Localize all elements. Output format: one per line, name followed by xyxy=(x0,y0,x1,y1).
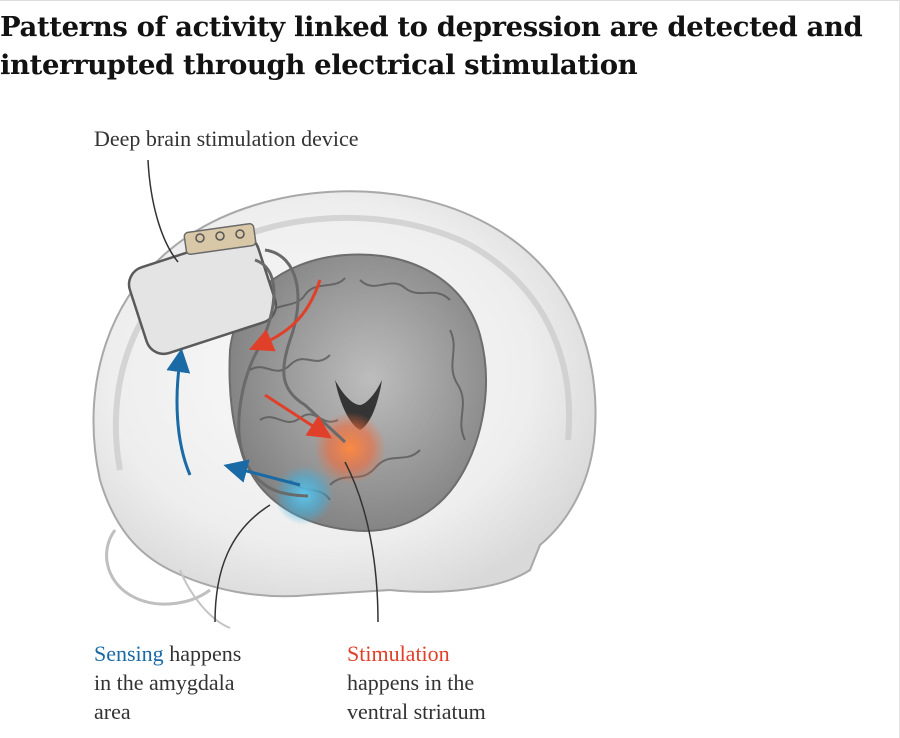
brain-illustration xyxy=(92,190,597,629)
stimulation-highlight: Stimulation xyxy=(347,641,450,666)
headline: Patterns of activity linked to depressio… xyxy=(0,8,895,84)
stimulation-label-line-2: happens in the xyxy=(347,670,475,695)
device-label: Deep brain stimulation device xyxy=(94,126,359,151)
sensing-label: Sensing happens in the amygdala area xyxy=(94,639,294,726)
stimulation-label: Stimulation happens in the ventral stria… xyxy=(347,639,547,726)
sensing-label-line-3: area xyxy=(94,699,131,724)
implant-device xyxy=(127,223,278,356)
sensing-highlight: Sensing xyxy=(94,641,164,666)
headline-line-1: Patterns of activity linked to depressio… xyxy=(0,11,863,43)
stimulation-label-line-3: ventral striatum xyxy=(347,699,486,724)
stimulation-arrows xyxy=(248,279,333,439)
sensing-arrows xyxy=(166,348,301,487)
sensing-label-line-2: in the amygdala xyxy=(94,670,235,695)
implant-leads xyxy=(237,248,347,498)
top-divider xyxy=(0,0,900,1)
headline-line-2: interrupted through electrical stimulati… xyxy=(0,49,638,81)
sensing-label-rest: happens xyxy=(163,641,242,666)
sensing-label-line-1: Sensing happens xyxy=(94,639,294,668)
